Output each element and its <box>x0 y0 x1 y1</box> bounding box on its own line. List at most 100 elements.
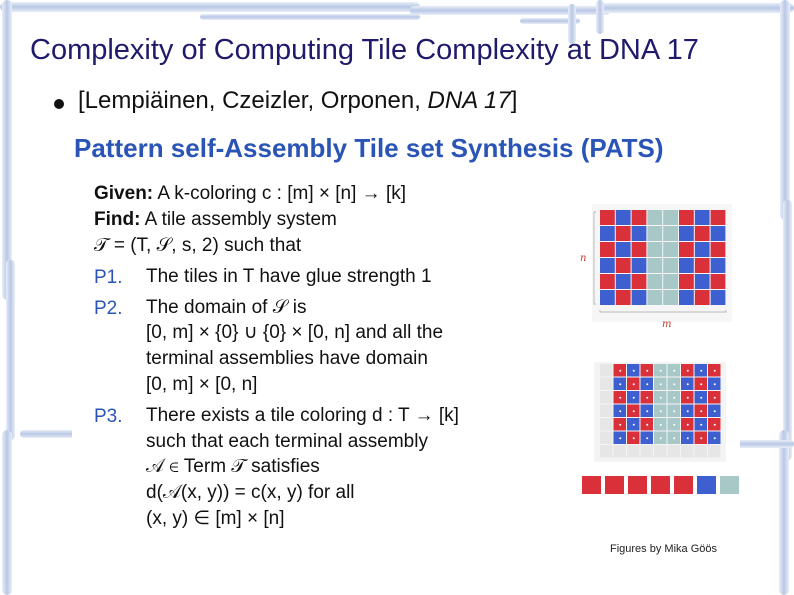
given-text: A k-coloring c : [m] × [n] → [k] <box>157 183 407 204</box>
assembly-grid <box>600 364 721 458</box>
citation-bullet: [Lempiäinen, Czeizler, Orponen, DNA 17] <box>78 87 517 115</box>
pattern-cell <box>631 242 647 257</box>
tile-glue-dot <box>659 383 662 386</box>
p2-line4: [0, m] × [0, n] <box>146 374 258 395</box>
tile-glue-dot <box>700 396 703 399</box>
tile-glue-dot <box>659 423 662 426</box>
tileset-tile <box>674 476 693 494</box>
pattern-cell <box>631 258 647 273</box>
pattern-cell <box>694 226 710 241</box>
pattern-cell <box>615 226 631 241</box>
tile-glue-dot <box>619 437 622 440</box>
tileset-figure <box>582 476 739 494</box>
tile-glue-dot <box>713 410 716 413</box>
tile-glue-dot <box>659 410 662 413</box>
assembly-tile <box>667 445 680 458</box>
tileset-row <box>582 476 739 494</box>
assembly-tile <box>613 445 626 458</box>
tile-glue-dot <box>619 410 622 413</box>
given-label: Given: <box>94 183 154 204</box>
pattern-cell <box>615 274 631 289</box>
tile-glue-dot <box>686 383 689 386</box>
pattern-cell <box>663 274 678 289</box>
p3-line5: (x, y) ∈ [m] × [n] <box>146 508 285 529</box>
assembly-tile <box>600 364 613 377</box>
tile-glue-dot <box>659 396 662 399</box>
tile-glue-dot <box>673 410 676 413</box>
tile-glue-dot <box>646 437 649 440</box>
tile-glue-dot <box>700 423 703 426</box>
tile-glue-dot <box>713 369 716 372</box>
slide-title: Complexity of Computing Tile Complexity … <box>30 34 699 66</box>
tile-glue-dot <box>686 410 689 413</box>
tile-glue-dot <box>646 396 649 399</box>
pattern-cell <box>694 210 710 225</box>
pattern-cell <box>647 210 663 225</box>
pattern-figure <box>592 204 732 322</box>
pattern-cell <box>600 258 615 273</box>
pattern-cell <box>600 290 615 305</box>
citation-venue: DNA 17 <box>427 87 511 114</box>
pattern-cell <box>600 274 615 289</box>
pattern-cell <box>710 210 726 225</box>
tile-glue-dot <box>713 423 716 426</box>
tile-glue-dot <box>646 383 649 386</box>
pattern-cell <box>631 210 647 225</box>
assembly-figure <box>594 362 726 462</box>
find-tuple: 𝒯 = (T, 𝒮, s, 2) such that <box>94 235 302 256</box>
tile-glue-dot <box>619 396 622 399</box>
tileset-tile <box>651 476 670 494</box>
p3-label: P3. <box>94 406 123 427</box>
pattern-cell <box>663 242 678 257</box>
assembly-tile <box>708 445 721 458</box>
tile-glue-dot <box>673 396 676 399</box>
assembly-tile <box>654 445 667 458</box>
pattern-cell <box>615 242 631 257</box>
pats-heading: Pattern self-Assembly Tile set Synthesis… <box>74 133 664 163</box>
tileset-tile <box>697 476 716 494</box>
tile-glue-dot <box>700 369 703 372</box>
pattern-cell <box>710 242 726 257</box>
pattern-cell <box>694 258 710 273</box>
n-label: n <box>580 253 587 264</box>
p3-line2: such that each terminal assembly <box>146 431 428 452</box>
p2-line2: [0, m] × {0} ∪ {0} × [0, n] and all the <box>146 322 444 343</box>
tile-glue-dot <box>673 437 676 440</box>
citation-close: ] <box>510 87 518 114</box>
assembly-tile <box>600 445 613 458</box>
pattern-cell <box>647 274 663 289</box>
p1-label: P1. <box>94 267 123 288</box>
tile-glue-dot <box>700 437 703 440</box>
pattern-cell <box>600 242 615 257</box>
pattern-grid <box>600 210 726 305</box>
tile-glue-dot <box>619 383 622 386</box>
pattern-cell <box>663 210 678 225</box>
pattern-cell <box>663 226 678 241</box>
pattern-cell <box>615 290 631 305</box>
p2-label: P2. <box>94 298 123 319</box>
assembly-tile <box>694 445 707 458</box>
given-line: Given: A k-coloring c : [m] × [n] → [k] <box>94 184 406 203</box>
pattern-cell <box>647 242 663 257</box>
p3-line1: There exists a tile coloring d : T → [k] <box>146 405 459 426</box>
tile-glue-dot <box>632 410 635 413</box>
bullet-dot-icon <box>54 99 64 109</box>
tileset-tile <box>628 476 647 494</box>
pattern-cell <box>694 274 710 289</box>
assembly-tile <box>681 445 694 458</box>
tile-glue-dot <box>646 410 649 413</box>
assembly-tile <box>640 445 653 458</box>
p3-line4: d(𝒜(x, y)) = c(x, y) for all <box>146 482 355 503</box>
pattern-cell <box>694 242 710 257</box>
tileset-tile <box>605 476 624 494</box>
tile-glue-dot <box>659 369 662 372</box>
tile-glue-dot <box>646 369 649 372</box>
find-label: Find: <box>94 209 141 230</box>
tile-glue-dot <box>686 369 689 372</box>
p3-line3: 𝒜 ∈ Term 𝒯 satisfies <box>146 456 320 477</box>
assembly-tile <box>600 404 613 417</box>
tile-glue-dot <box>673 423 676 426</box>
pattern-cell <box>600 226 615 241</box>
tile-glue-dot <box>713 396 716 399</box>
p1-text: The tiles in T have glue strength 1 <box>146 266 432 287</box>
